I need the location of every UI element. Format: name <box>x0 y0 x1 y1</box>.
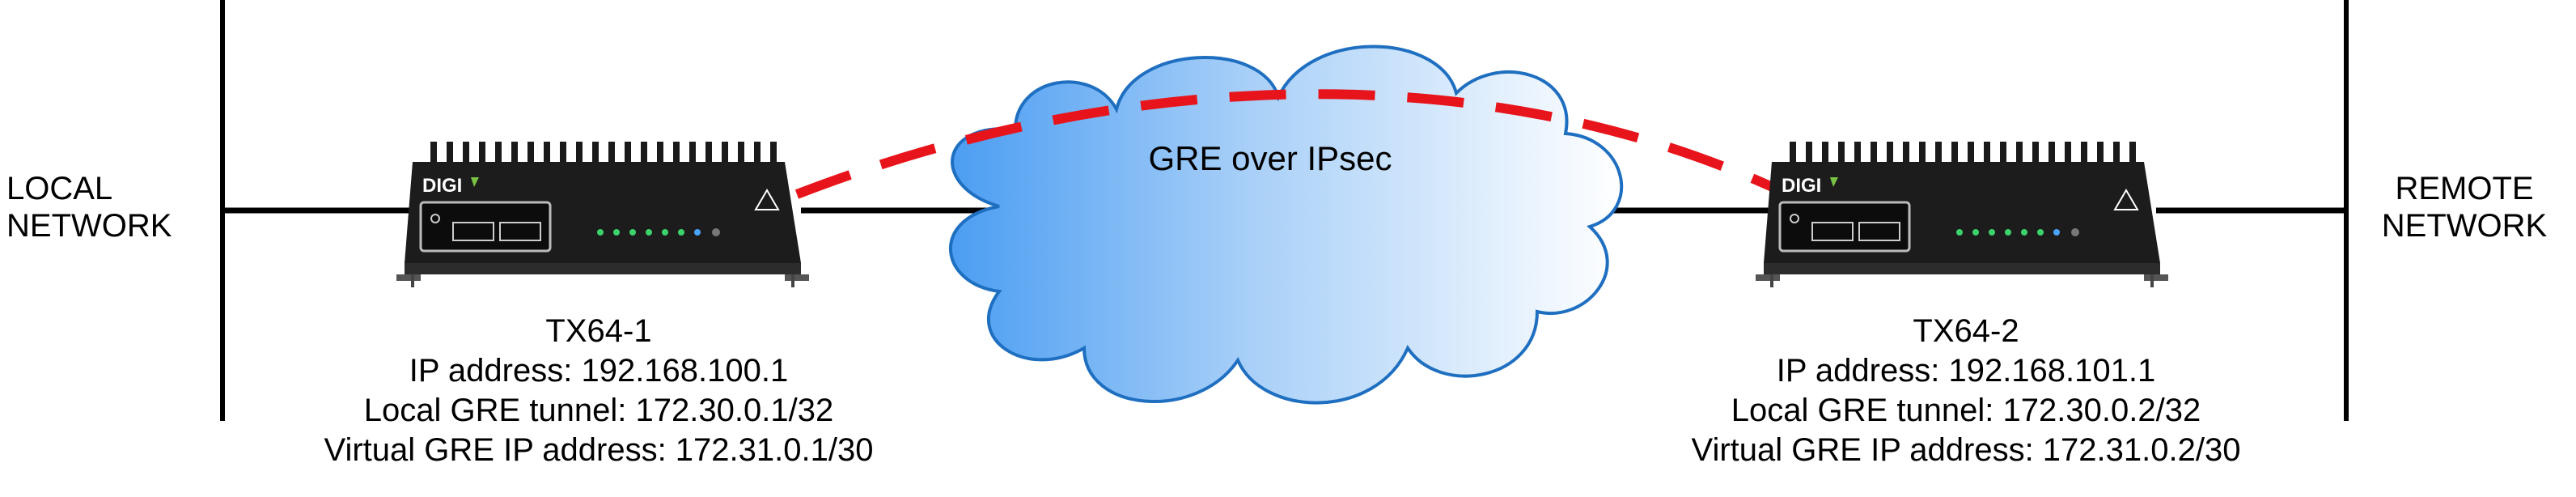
router2-virtual-gre: Virtual GRE IP address: 172.31.0.2/30 <box>1691 432 2241 468</box>
local-network-label: LOCAL NETWORK <box>0 170 202 244</box>
gre-cloud <box>949 45 1624 405</box>
router-tx64-2: DIGI <box>1756 142 2168 287</box>
remote-network-line1: REMOTE <box>2395 171 2534 206</box>
digi-logo: DIGI <box>1782 175 1821 197</box>
router-tx64-1: DIGI <box>396 142 809 287</box>
status-leds <box>597 228 720 236</box>
router1-local-gre: Local GRE tunnel: 172.30.0.1/32 <box>363 393 834 428</box>
router2-name: TX64-2 <box>1913 313 2019 349</box>
sim-panel <box>1778 201 1911 253</box>
status-leds <box>1956 228 2079 236</box>
router1-details: TX64-1 IP address: 192.168.100.1 Local G… <box>267 312 930 470</box>
router1-name: TX64-1 <box>545 313 652 349</box>
local-network-line1: LOCAL <box>6 171 113 206</box>
cloud-label: GRE over IPsec <box>1148 139 1392 177</box>
remote-network-label: REMOTE NETWORK <box>2353 170 2576 244</box>
local-network-line2: NETWORK <box>6 208 172 244</box>
router2-local-gre: Local GRE tunnel: 172.30.0.2/32 <box>1731 393 2201 428</box>
heatsink-fins <box>1790 142 2136 164</box>
sim-panel <box>419 201 552 253</box>
remote-network-line2: NETWORK <box>2381 208 2548 244</box>
warning-icon <box>754 189 780 210</box>
digi-logo: DIGI <box>422 175 462 197</box>
heatsink-fins <box>430 142 777 164</box>
router2-ip: IP address: 192.168.101.1 <box>1776 353 2156 389</box>
warning-icon <box>2113 189 2139 210</box>
router2-details: TX64-2 IP address: 192.168.101.1 Local G… <box>1634 312 2298 470</box>
router1-ip: IP address: 192.168.100.1 <box>409 353 789 389</box>
router1-virtual-gre: Virtual GRE IP address: 172.31.0.1/30 <box>324 432 874 468</box>
